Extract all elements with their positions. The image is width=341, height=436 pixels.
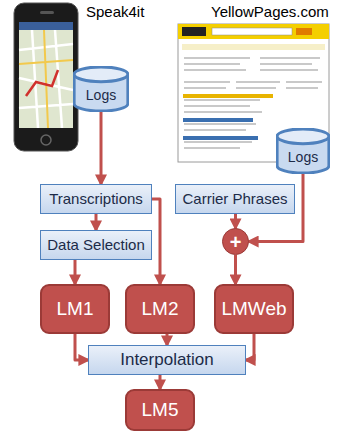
web-logo xyxy=(182,27,206,36)
model-box: LM5 xyxy=(125,389,195,431)
combine-circle: + xyxy=(222,228,249,255)
logs-cylinder: Logs xyxy=(276,128,330,174)
map-highways xyxy=(19,30,73,128)
map-route xyxy=(26,70,58,96)
web-screenshot xyxy=(178,24,329,162)
model-box: LMWeb xyxy=(214,284,294,334)
node-text: Carrier Phrases xyxy=(182,191,287,208)
web-search xyxy=(212,28,292,35)
flow-arrow xyxy=(100,112,103,184)
process-box: Carrier Phrases xyxy=(175,184,295,214)
phone-screen xyxy=(19,22,73,128)
flow-arrow xyxy=(246,334,254,360)
node-text: LM5 xyxy=(142,400,179,421)
node-text: Logs xyxy=(288,150,318,165)
flow-arrow xyxy=(234,255,237,284)
process-box: Interpolation xyxy=(88,345,246,375)
flow-arrow xyxy=(152,199,160,284)
node-text: Logs xyxy=(86,88,116,103)
web-link xyxy=(183,118,253,122)
flow-arrow xyxy=(159,375,162,389)
web-button xyxy=(296,28,312,35)
source-label: Speak4it xyxy=(86,3,144,20)
web-heading xyxy=(183,94,273,98)
process-box: Data Selection xyxy=(40,230,152,260)
phone-body xyxy=(14,3,78,151)
model-box: LM1 xyxy=(40,284,110,334)
cylinder-top xyxy=(277,129,329,144)
map-roads xyxy=(19,30,73,128)
web-link xyxy=(183,136,258,140)
phone-button xyxy=(41,135,51,145)
logs-cylinder: Logs xyxy=(73,66,129,112)
process-box: Transcriptions xyxy=(40,184,152,214)
flow-arrow xyxy=(74,260,77,284)
node-text: + xyxy=(230,231,242,253)
node-text: Data Selection xyxy=(47,237,145,254)
flow-arrow xyxy=(234,214,237,228)
node-text: LM1 xyxy=(57,299,94,320)
web-bar xyxy=(182,44,325,50)
phone-speaker xyxy=(40,11,54,14)
node-text: Interpolation xyxy=(120,351,214,370)
cylinder-top xyxy=(74,67,128,82)
flow-arrow xyxy=(95,214,98,230)
web-header xyxy=(178,24,329,39)
model-box: LM2 xyxy=(125,284,195,334)
node-text: LM2 xyxy=(142,299,179,320)
node-text: Transcriptions xyxy=(49,191,143,208)
flow-arrow xyxy=(75,334,88,360)
node-text: LMWeb xyxy=(221,299,286,320)
phone-status-bar xyxy=(19,22,73,30)
flow-arrow xyxy=(166,334,169,345)
source-label: YellowPages.com xyxy=(211,3,329,20)
